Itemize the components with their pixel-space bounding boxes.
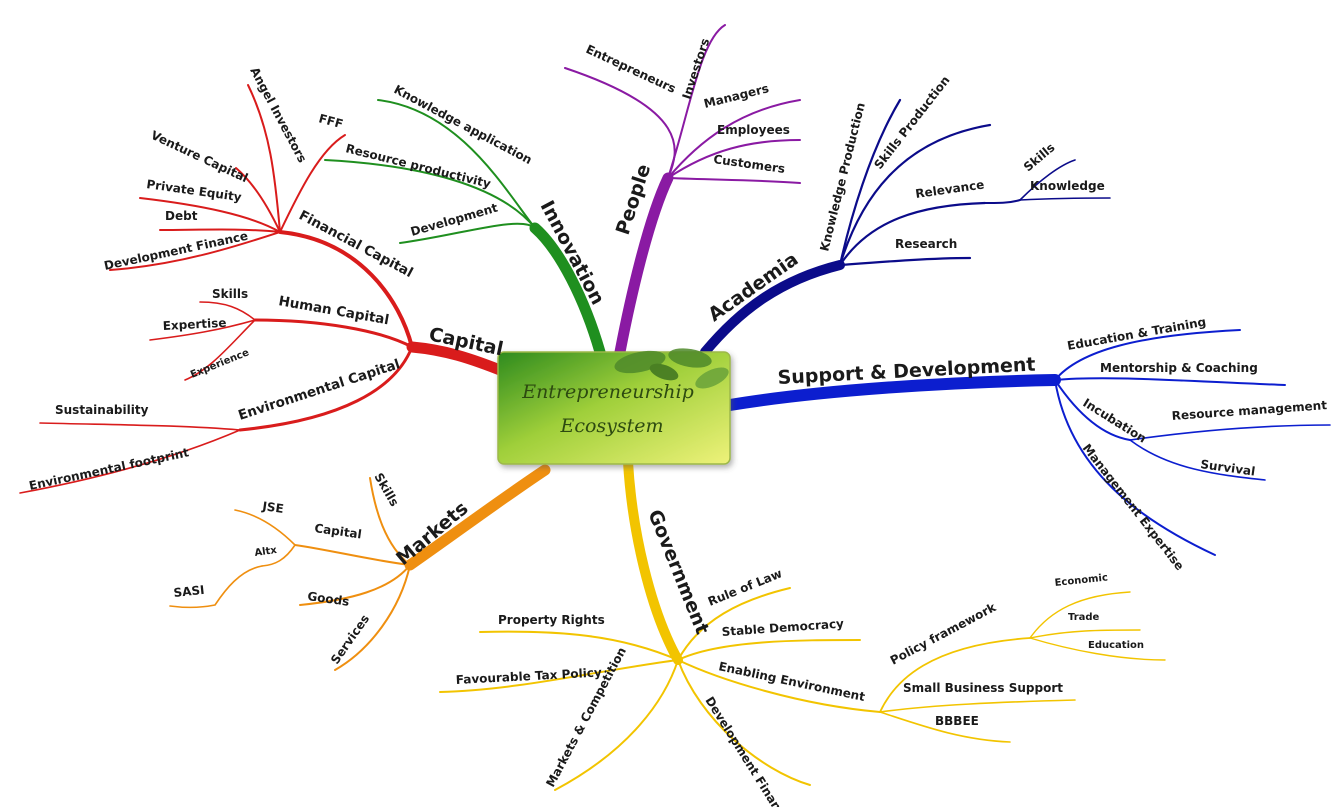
branch-innovation	[324, 99, 606, 358]
knowledge-application-label: Knowledge application	[392, 82, 535, 167]
property-rights-label: Property Rights	[498, 613, 605, 627]
relevance-label: Relevance	[914, 177, 985, 201]
branch-markets	[169, 464, 551, 671]
mentorship-coaching-label: Mentorship & Coaching	[1100, 361, 1258, 375]
development-finance-label: Development Finance	[103, 229, 250, 273]
entrepreneurs-label: Entrepreneurs	[584, 42, 678, 96]
experience-label: Experience	[189, 347, 251, 381]
small-business-support-label: Small Business Support	[903, 681, 1063, 695]
markets-capital-label: Capital	[314, 521, 363, 541]
environmental-footprint-label: Environmental footprint	[28, 445, 191, 493]
knowledge-production-label: Knowledge Production	[817, 101, 868, 253]
leaf-decoration-icon	[614, 348, 729, 389]
bbbee-label: BBBEE	[935, 714, 979, 728]
stable-democracy-label: Stable Democracy	[721, 616, 844, 639]
resource-management-label: Resource management	[1171, 398, 1327, 423]
goods-label: Goods	[307, 589, 351, 609]
development-finance-gov-label: Development Finance	[702, 694, 792, 807]
relevance-knowledge-label: Knowledge	[1030, 179, 1105, 193]
branch-people	[564, 24, 801, 358]
investors-label: Investors	[680, 37, 713, 101]
trade-label: Trade	[1068, 612, 1100, 623]
education-label: Education	[1088, 640, 1144, 651]
financial-capital-label: Financial Capital	[296, 207, 415, 281]
skills-label: Skills	[212, 287, 248, 301]
sasi-label: SASI	[173, 583, 205, 600]
sustainability-label: Sustainability	[55, 403, 149, 417]
relevance-skills-label: Skills	[1021, 140, 1058, 174]
branch-academia	[700, 98, 1111, 357]
managers-label: Managers	[702, 81, 770, 111]
services-label: Services	[328, 612, 372, 667]
central-node: Entrepreneurship Ecosystem	[497, 348, 731, 465]
research-label: Research	[895, 237, 957, 251]
fff-label: FFF	[317, 111, 344, 131]
venture-capital-label: Venture Capital	[149, 128, 250, 185]
central-node-title-line2: Ecosystem	[559, 415, 663, 437]
expertise-label: Expertise	[162, 316, 226, 333]
customers-label: Customers	[713, 152, 786, 176]
altx-label: Altx	[254, 545, 278, 559]
angel-investors-label: Angel Investors	[247, 65, 309, 165]
debt-label: Debt	[165, 209, 198, 223]
jse-label: JSE	[261, 499, 285, 516]
economic-label: Economic	[1054, 572, 1108, 589]
policy-framework-label: Policy framework	[888, 600, 999, 668]
employees-label: Employees	[717, 123, 790, 137]
central-node-title-line1: Entrepreneurship	[521, 381, 694, 403]
branch-government	[439, 457, 1166, 791]
human-capital-label: Human Capital	[277, 293, 390, 328]
branch-capital	[19, 84, 511, 494]
branch-support	[724, 329, 1331, 556]
